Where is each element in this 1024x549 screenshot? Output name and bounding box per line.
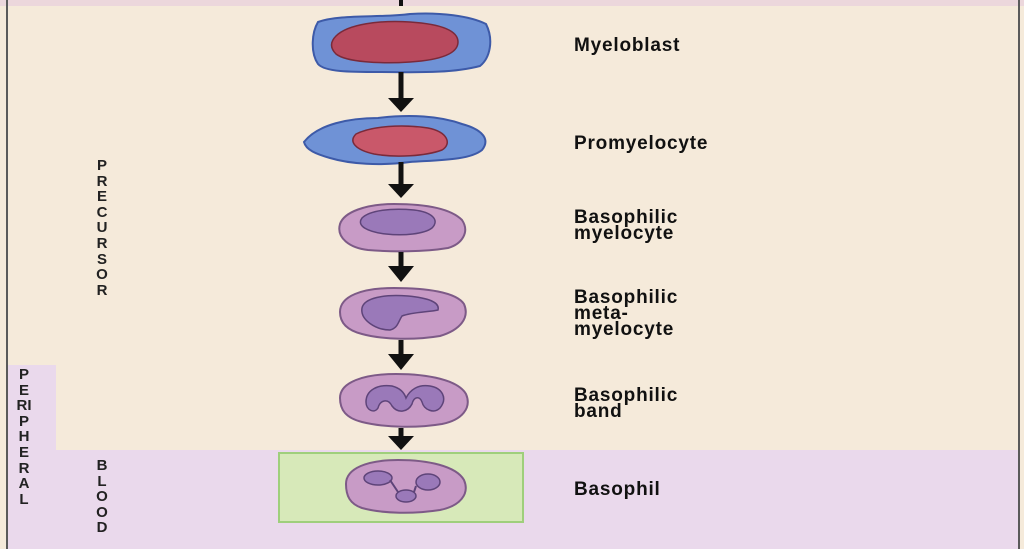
arrowhead-3 — [388, 266, 414, 282]
peripheral-vertical-label: PERIPHERAL — [16, 366, 32, 508]
stage-label-basophilic-myelocyte: Basophilic myelocyte — [574, 207, 679, 244]
top-band — [0, 0, 1024, 6]
stage-label-myeloblast: Myeloblast — [574, 35, 681, 56]
arrowhead-1 — [388, 98, 414, 112]
basophilic-metamyelocyte-cell — [338, 286, 467, 340]
left-border-line — [6, 0, 8, 549]
right-border-line — [1018, 0, 1020, 549]
basophilic-myelocyte-cell — [338, 202, 467, 253]
basophilic-band-cell — [338, 372, 469, 428]
arrowhead-2 — [388, 184, 414, 198]
blood-vertical-label: BLOOD — [96, 457, 108, 537]
stage-label-promyelocyte: Promyelocyte — [574, 133, 709, 154]
stage-label-basophilic-band: Basophilic band — [574, 385, 679, 422]
myeloblast-cell — [311, 12, 492, 74]
arrowhead-5 — [388, 436, 414, 450]
basophil-cell — [344, 458, 467, 514]
stage-label-basophil: Basophil — [574, 479, 661, 500]
peripheral-label-column — [8, 365, 56, 549]
promyelocyte-cell — [302, 115, 487, 166]
arrowhead-4 — [388, 354, 414, 370]
stage-label-basophilic-metamyelocyte: Basophilic meta- myelocyte — [574, 287, 679, 340]
precursor-vertical-label: PRECURSOR — [96, 157, 108, 299]
